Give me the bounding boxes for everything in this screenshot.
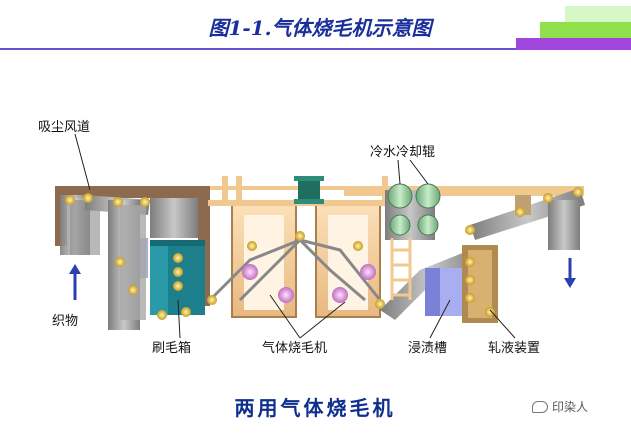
- label-suction-duct: 吸尘风道: [38, 120, 90, 135]
- page-title: 图1-1.气体烧毛机示意图: [208, 16, 432, 40]
- header-decor-bar-purple: [516, 38, 631, 50]
- brush-box: [150, 240, 205, 315]
- header-rule: [0, 48, 516, 50]
- exhaust-valve: [294, 176, 324, 204]
- watermark-text: 印染人: [552, 400, 589, 414]
- leader-lines: [74, 133, 516, 339]
- fabric-path-right: [470, 188, 585, 250]
- label-padder: 轧液装置: [488, 341, 540, 356]
- gas-burners: [242, 264, 376, 303]
- label-singeing-machine: 气体烧毛机: [262, 340, 327, 356]
- chat-bubble-icon: [532, 400, 548, 413]
- diagram-caption: 两用气体烧毛机: [234, 396, 396, 420]
- label-cooling-rolls: 冷水冷却辊: [370, 145, 435, 160]
- label-fabric: 织物: [52, 314, 78, 329]
- label-impregnation-tank: 浸渍槽: [408, 341, 447, 356]
- watermark: 印染人: [532, 398, 588, 415]
- header-decor-bar-green: [540, 22, 631, 38]
- fabric-out-arrow: [564, 258, 576, 288]
- ladder: [390, 238, 412, 300]
- label-brush-box: 刷毛箱: [152, 340, 191, 356]
- header-decor-bar-light: [565, 6, 631, 22]
- guide-rollers: [65, 187, 583, 320]
- fabric-in-arrow: [69, 264, 81, 300]
